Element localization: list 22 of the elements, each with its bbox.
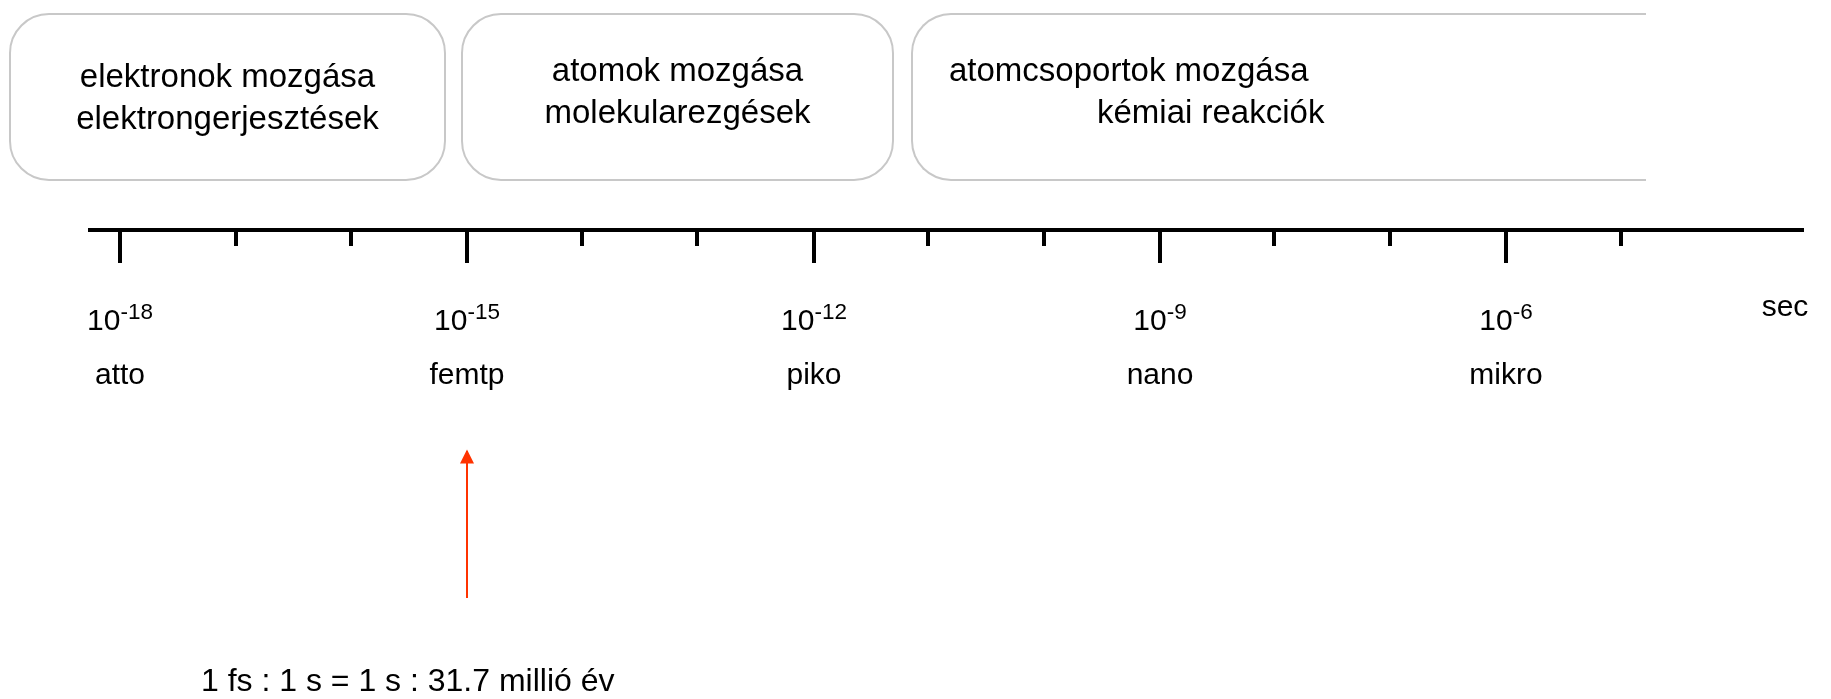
arrow	[460, 449, 474, 599]
tick-label: piko	[786, 356, 842, 392]
category-box	[461, 13, 894, 181]
note-text: 1 fs : 1 s = 1 s : 31.7 millió év	[201, 662, 615, 698]
box-text: kémiai reakciók	[1097, 92, 1325, 132]
tick-label: femtp	[429, 356, 505, 392]
tick-label: 10$^{-15}$	[434, 300, 500, 338]
tick-label: 10$^{-6}$	[1479, 300, 1533, 338]
tick-label: 10$^{-9}$	[1133, 300, 1187, 338]
category-box	[9, 13, 446, 181]
box-text: atomcsoportok mozgása	[949, 50, 1309, 90]
category-box	[911, 13, 1646, 181]
tick-label: nano	[1126, 356, 1194, 392]
box-text: elektronok mozgása	[79, 56, 376, 96]
tick-label: mikro	[1469, 356, 1543, 392]
tick-label: 10$^{-12}$	[781, 300, 847, 338]
box-text: atomok mozgása	[551, 50, 804, 90]
unit-label: sec	[1761, 288, 1809, 324]
box-text: molekularezgések	[544, 92, 811, 132]
tick-label: atto	[95, 356, 145, 392]
box-text: elektrongerjesztések	[76, 98, 379, 138]
tick-label: 10$^{-18}$	[87, 300, 153, 338]
